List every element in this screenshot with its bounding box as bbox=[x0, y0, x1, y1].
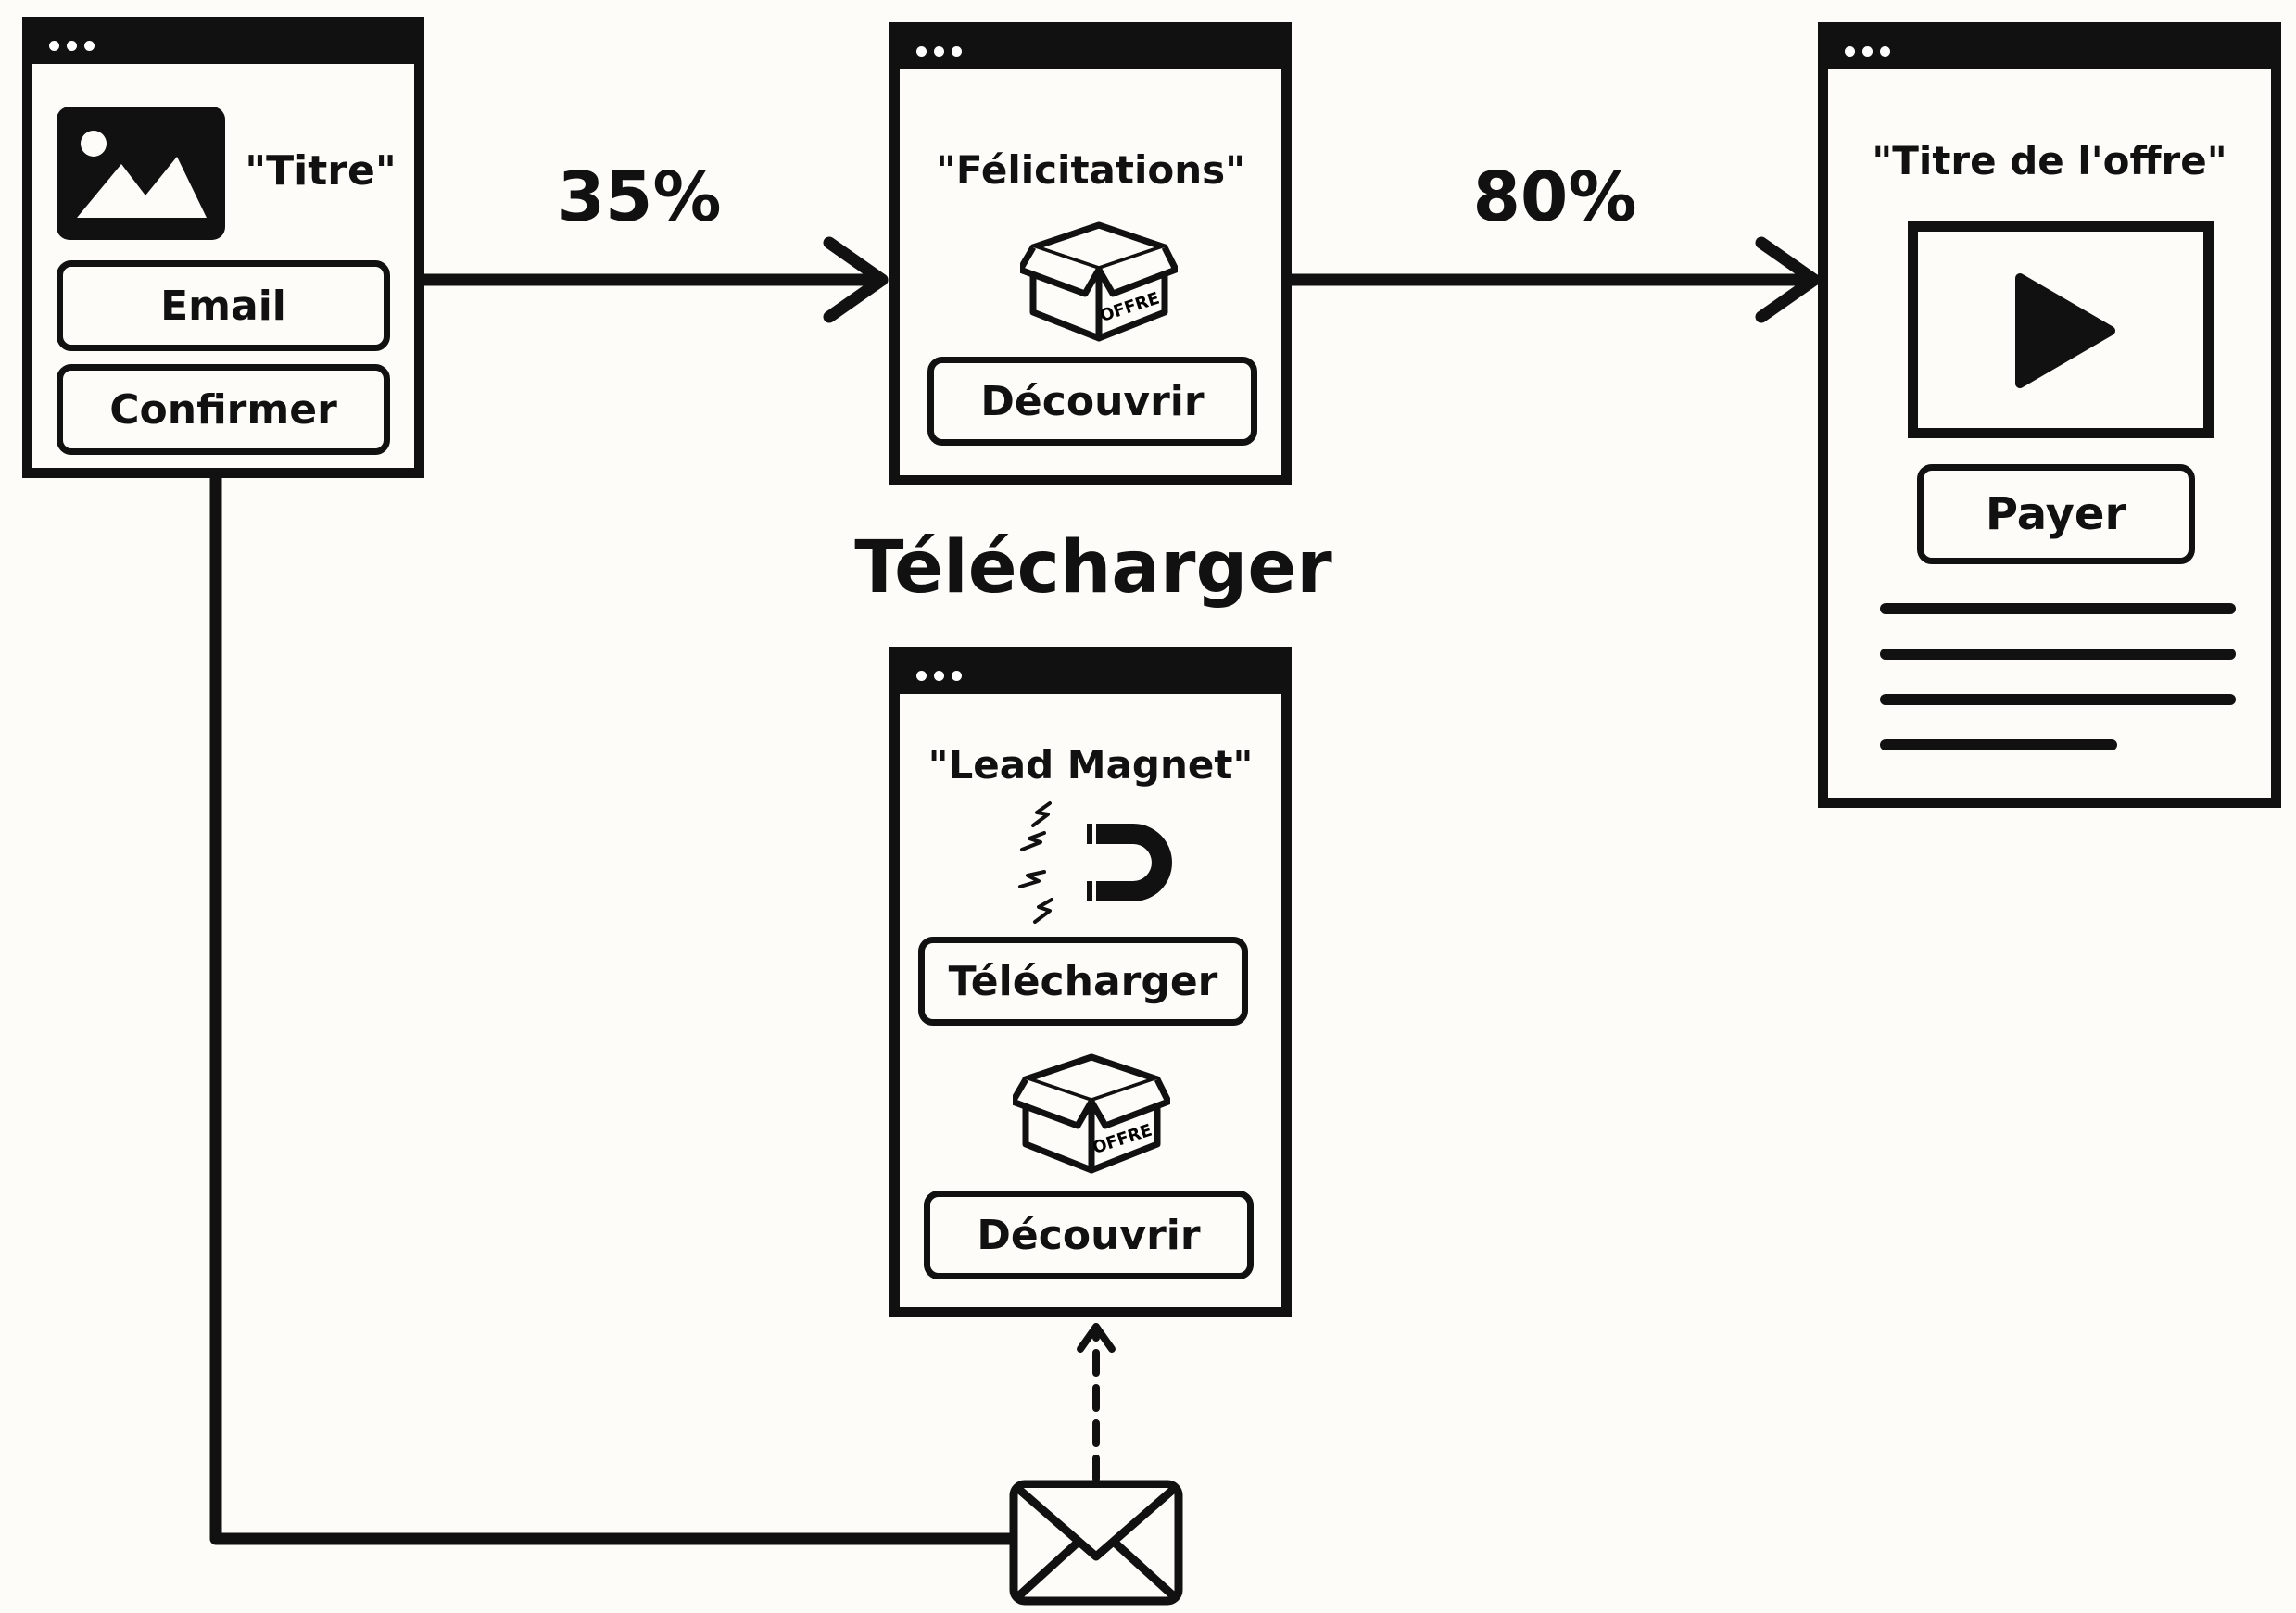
thanks-window: "Félicitations" OFFRE Découvrir bbox=[889, 22, 1292, 485]
window-dot bbox=[952, 45, 962, 57]
video-play-icon[interactable] bbox=[2014, 272, 2116, 389]
window-dot bbox=[934, 45, 944, 57]
text-line bbox=[1880, 603, 2236, 614]
page-title: "Félicitations" bbox=[936, 147, 1245, 193]
image-icon bbox=[57, 107, 225, 240]
window-dot bbox=[1880, 45, 1890, 57]
page-title: "Titre de l'offre" bbox=[1872, 138, 2227, 183]
window-dot bbox=[916, 670, 927, 681]
download-button[interactable]: Télécharger bbox=[918, 937, 1248, 1026]
window-dot bbox=[952, 670, 962, 681]
video-player[interactable] bbox=[1908, 221, 2214, 438]
window-dot bbox=[934, 670, 944, 681]
window-dot bbox=[84, 40, 95, 51]
page-title: "Lead Magnet" bbox=[927, 742, 1254, 788]
arrowhead-thanks bbox=[823, 236, 889, 323]
discover-button[interactable]: Découvrir bbox=[924, 1191, 1254, 1279]
lead-magnet-window: "Lead Magnet" Télécharger OFFRE Découvri… bbox=[889, 647, 1292, 1317]
text-line bbox=[1880, 649, 2236, 660]
conversion-rate-2: 80% bbox=[1472, 158, 1637, 237]
magnet-icon bbox=[1018, 801, 1172, 924]
page-title: "Titre" bbox=[245, 147, 397, 195]
confirm-button[interactable]: Confirmer bbox=[57, 364, 390, 455]
signup-window: "Titre" Email Confirmer bbox=[22, 17, 424, 478]
discover-button[interactable]: Découvrir bbox=[927, 357, 1257, 446]
offer-box-icon: OFFRE bbox=[1020, 221, 1178, 342]
window-dot bbox=[1862, 45, 1873, 57]
window-dot bbox=[1845, 45, 1855, 57]
window-dot bbox=[916, 45, 927, 57]
window-dot bbox=[67, 40, 77, 51]
email-field[interactable]: Email bbox=[57, 260, 390, 351]
arrowhead-offer bbox=[1755, 236, 1821, 323]
connector-signup-to-email bbox=[209, 470, 1018, 1545]
conversion-rate-1: 35% bbox=[557, 158, 722, 237]
window-titlebar bbox=[32, 27, 414, 64]
offer-box-icon: OFFRE bbox=[1013, 1053, 1170, 1174]
window-titlebar bbox=[900, 657, 1281, 694]
envelope-icon bbox=[1009, 1480, 1183, 1606]
arrowhead-lead bbox=[1077, 1323, 1116, 1353]
window-titlebar bbox=[900, 32, 1281, 69]
pay-button[interactable]: Payer bbox=[1917, 464, 2195, 564]
window-titlebar bbox=[1828, 32, 2271, 69]
text-line bbox=[1880, 739, 2117, 750]
download-heading: Télécharger bbox=[854, 526, 1332, 610]
offer-window: "Titre de l'offre" Payer bbox=[1818, 22, 2281, 808]
text-line bbox=[1880, 694, 2236, 705]
window-dot bbox=[49, 40, 59, 51]
